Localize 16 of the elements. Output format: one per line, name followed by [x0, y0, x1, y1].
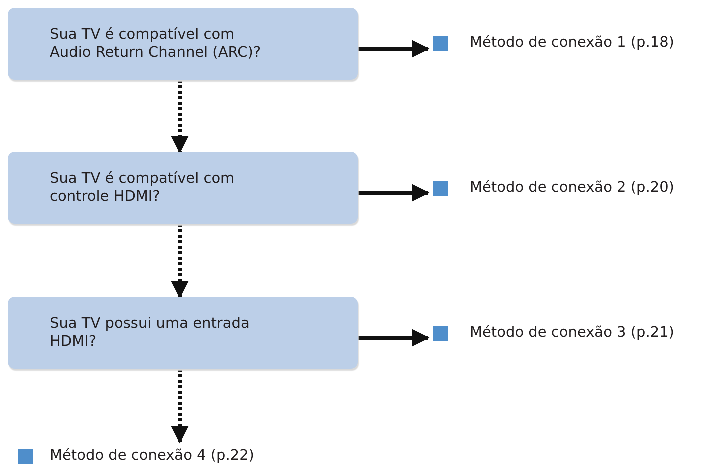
arrow	[171, 224, 189, 299]
arrow	[171, 369, 189, 444]
question-text: Sua TV é compatível com Audio Return Channel (ARC)?	[50, 26, 262, 62]
arrow	[358, 329, 430, 347]
question-box	[8, 8, 358, 80]
result-text: Método de conexão 4 (p.22)	[50, 448, 254, 464]
result-text: Método de conexão 1 (p.18)	[470, 35, 674, 51]
result-text: Método de conexão 3 (p.21)	[470, 325, 674, 341]
question-box	[8, 152, 358, 224]
question-box	[8, 297, 358, 369]
arrow	[171, 80, 189, 154]
result-text: Método de conexão 2 (p.20)	[470, 180, 674, 196]
question-text: Sua TV é compatível com controle HDMI?	[50, 170, 236, 206]
question-text: Sua TV possui uma entrada HDMI?	[50, 315, 251, 351]
arrow	[358, 40, 430, 58]
arrow	[358, 184, 430, 202]
